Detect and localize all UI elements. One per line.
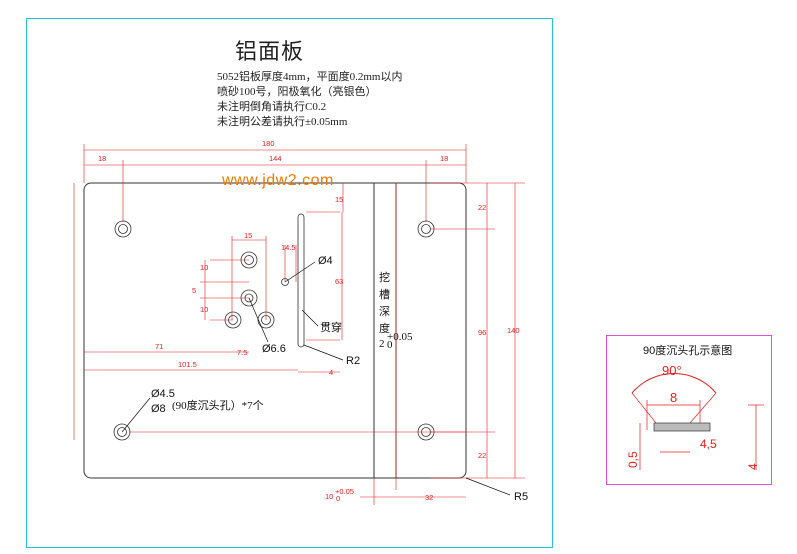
dim-hole-spacing: 15 xyxy=(244,231,252,240)
dim-inner-width: 144 xyxy=(269,154,282,163)
dim-101-5: 101.5 xyxy=(178,360,197,369)
dim-22-top: 22 xyxy=(478,203,486,212)
note-material: 5052铝板厚度4mm，平面度0.2mm以内 xyxy=(217,71,403,83)
groove-label-char: 槽 xyxy=(379,288,390,301)
groove-label-char: 挖 xyxy=(379,270,390,284)
dim-140: 140 xyxy=(507,326,520,335)
dim-groove-width: 10 xyxy=(325,492,333,501)
inset-title: 90度沉头孔示意图 xyxy=(643,343,732,357)
dim-right-margin: 18 xyxy=(440,154,448,163)
dim-5: 5 xyxy=(192,286,196,295)
inset-depth: 0,5 xyxy=(626,451,640,468)
dim-groove-tol: +0.05 xyxy=(335,487,354,496)
callout-through: 贯穿 xyxy=(320,320,342,334)
dim-96: 96 xyxy=(478,328,486,337)
dim-top-offset: 15 xyxy=(335,195,343,204)
note-finish: 喷砂100号，阳极氧化（亮银色） xyxy=(217,86,377,98)
groove-depth-tol: +0.05 xyxy=(387,331,413,343)
callout-r5: R5 xyxy=(514,491,528,503)
callout-hole-4: Ø4 xyxy=(318,255,333,267)
dim-7-5: 7.5 xyxy=(237,348,247,357)
dim-22-bottom: 22 xyxy=(478,451,486,460)
note-chamfer: 未注明倒角请执行C0.2 xyxy=(217,101,327,113)
countersink-detail-frame xyxy=(606,335,772,485)
angle-arc xyxy=(631,373,717,394)
dim-63: 63 xyxy=(335,277,343,286)
dim-14-5: 14.5 xyxy=(281,243,296,252)
callout-csk-note: (90度沉头孔）*7个 xyxy=(172,398,264,412)
plate-outline xyxy=(83,182,467,479)
dim-4: 4 xyxy=(329,368,333,377)
note-tolerance: 未注明公差请执行±0.05mm xyxy=(217,116,348,128)
groove-depth-tol-low: 0 xyxy=(387,339,393,351)
callout-r2: R2 xyxy=(346,355,360,367)
groove-label-char: 深 xyxy=(379,305,390,318)
countersink-hole xyxy=(114,220,132,238)
dim-10b: 10 xyxy=(200,305,208,314)
drawing-sheet-border xyxy=(26,18,553,548)
callout-csk-large: Ø8 xyxy=(151,403,166,415)
dim-total-width: 180 xyxy=(262,139,275,148)
dim-10a: 10 xyxy=(200,263,208,272)
through-slot xyxy=(297,213,305,348)
plate-section xyxy=(653,422,711,432)
drawing-title: 铝面板 xyxy=(235,39,305,64)
inset-top-diameter: 8 xyxy=(670,390,677,405)
callout-hole-6-6: Ø6.6 xyxy=(262,343,286,355)
dim-71: 71 xyxy=(155,342,163,351)
inset-thickness: 4 xyxy=(746,463,760,470)
dim-left-margin: 18 xyxy=(98,154,106,163)
groove-depth: 2 xyxy=(379,338,385,350)
inset-angle: 90° xyxy=(662,363,682,378)
groove-label-char: 度 xyxy=(379,321,390,335)
callout-csk-small: Ø4.5 xyxy=(151,388,175,400)
inset-hole-diameter: 4,5 xyxy=(700,437,717,451)
dim-groove-tol-low: 0 xyxy=(336,494,340,503)
watermark: www.jdw2.com xyxy=(222,172,334,189)
dim-32: 32 xyxy=(425,493,433,502)
